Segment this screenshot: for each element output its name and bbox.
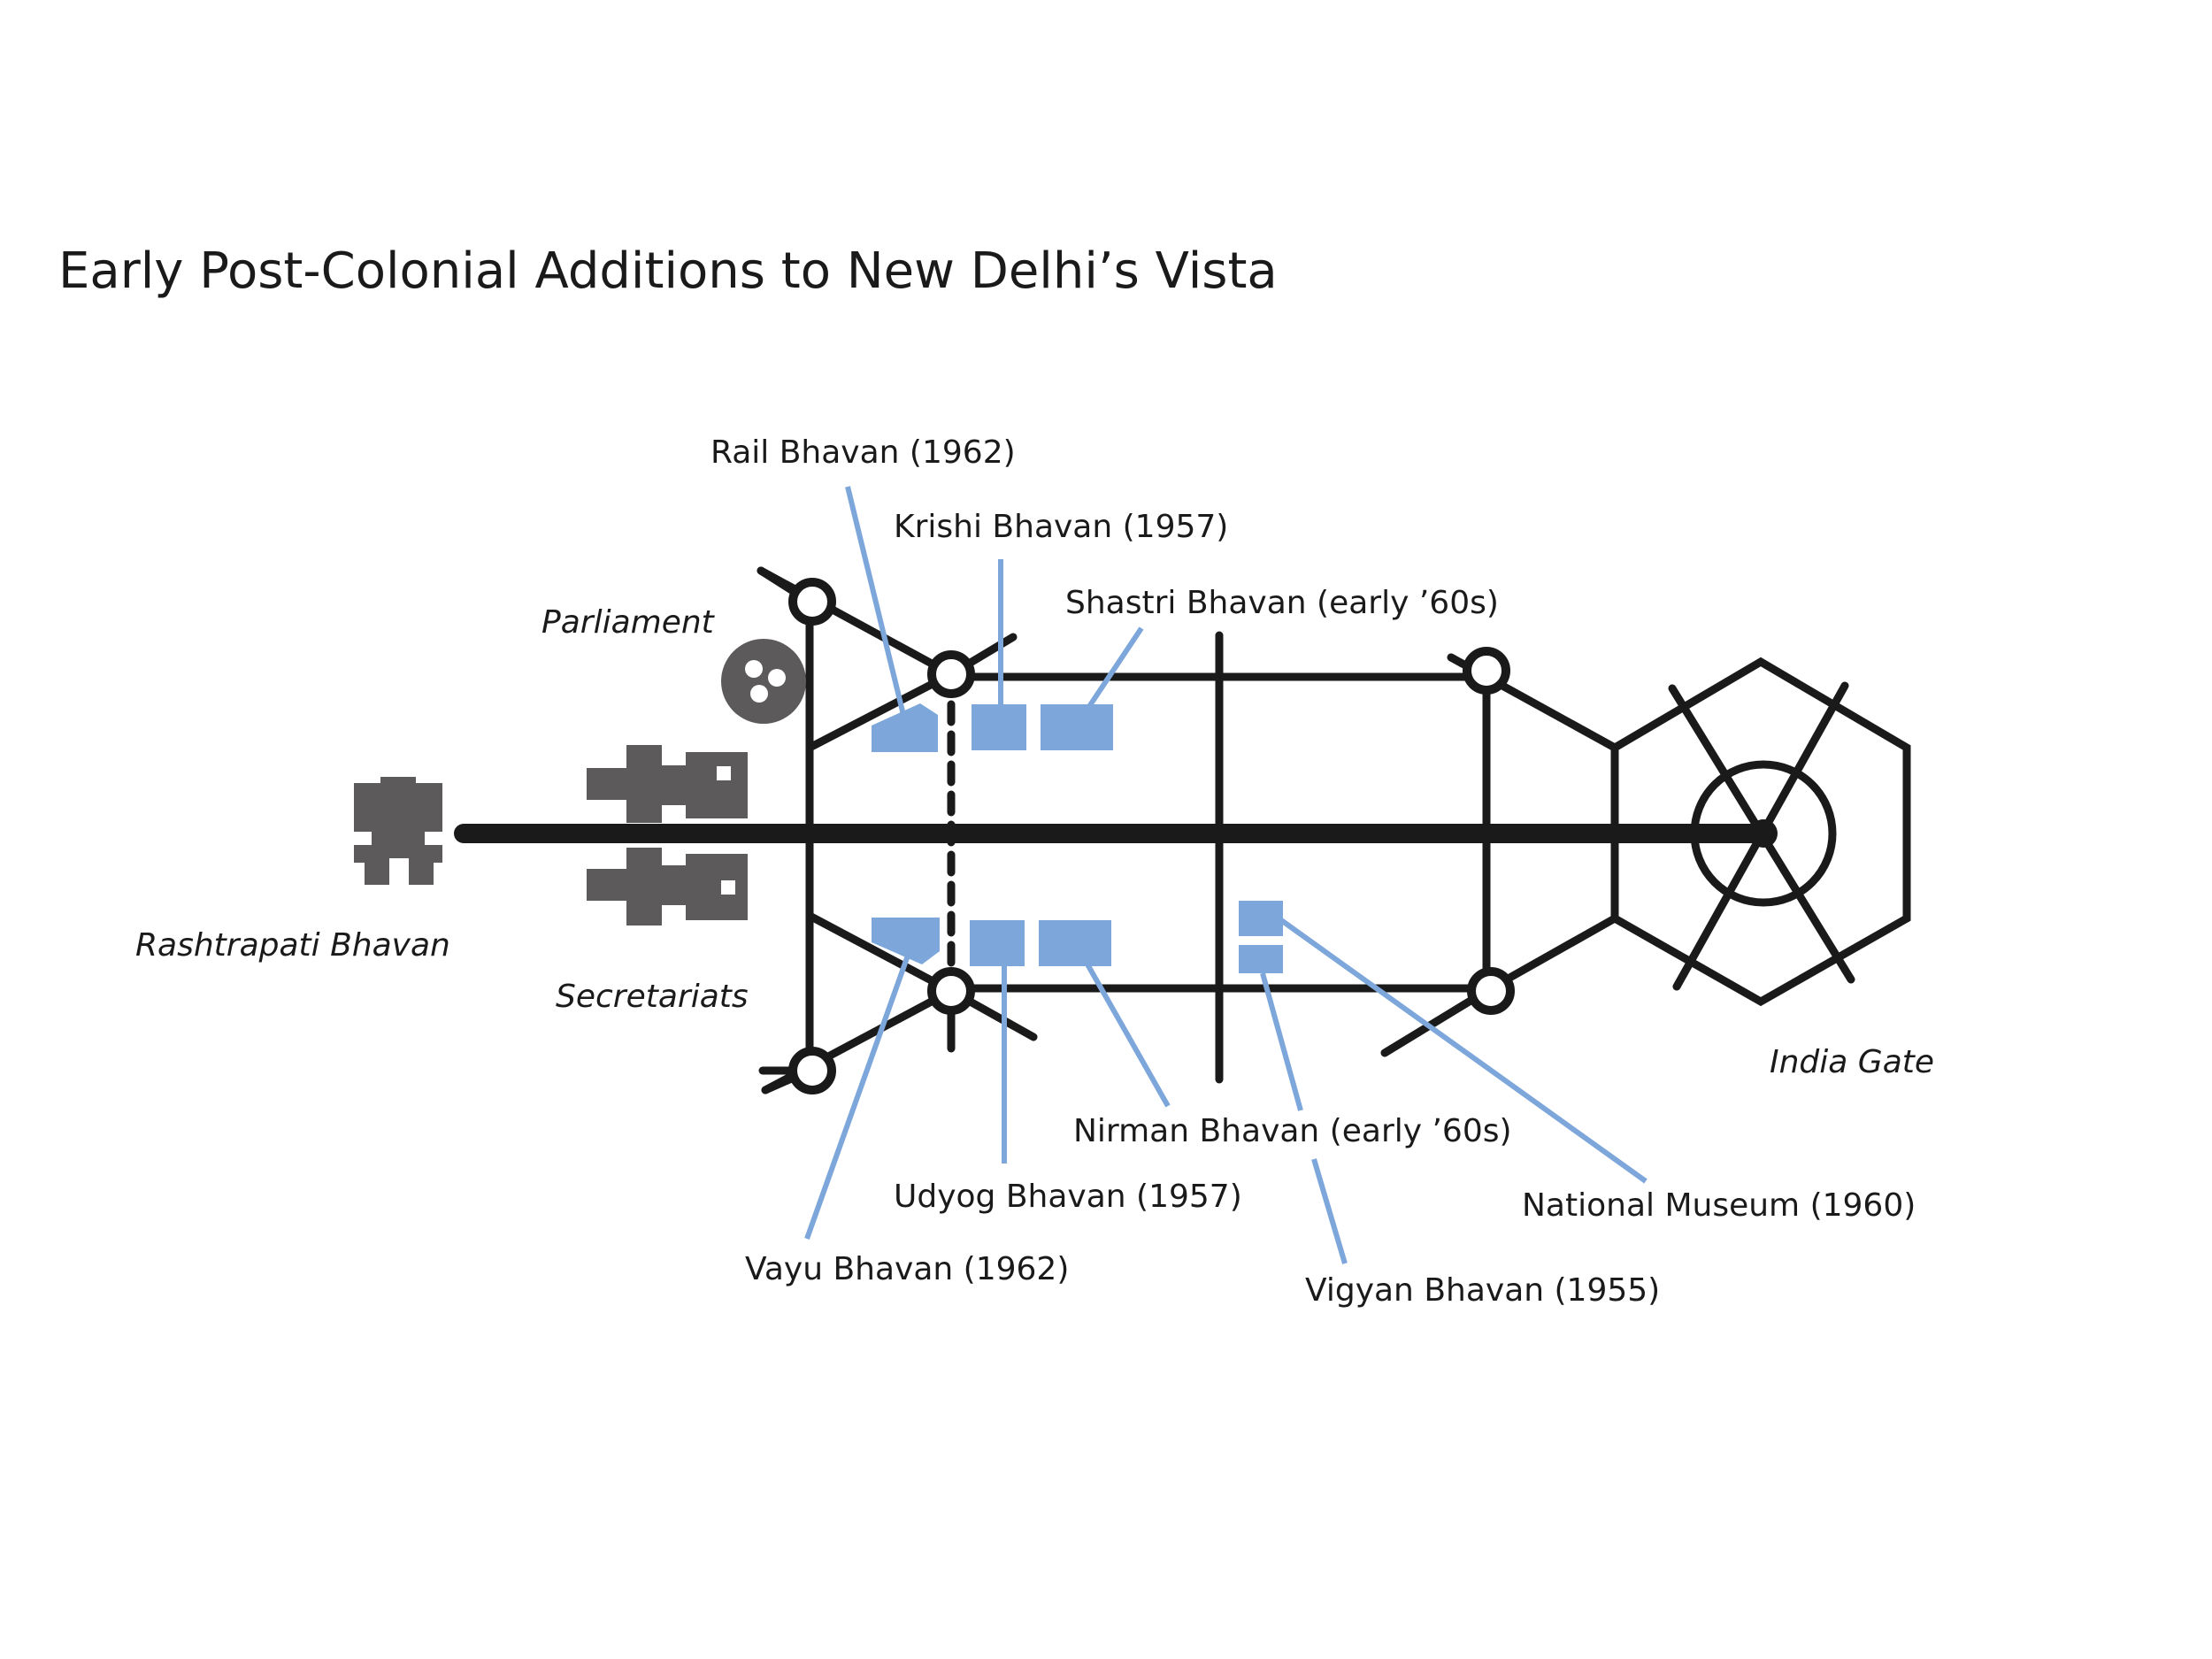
addition-labels: Rail Bhavan (1962) Krishi Bhavan (1957) … xyxy=(710,434,1916,1309)
label-shastri-bhavan: Shastri Bhavan (early ’60s) xyxy=(1065,585,1499,621)
label-rashtrapati-bhavan: Rashtrapati Bhavan xyxy=(135,927,450,964)
roundabout-ne xyxy=(1463,647,1510,695)
leader-vigyan-lower xyxy=(1311,1158,1348,1264)
roundabout-s xyxy=(927,967,975,1015)
label-krishi-bhavan: Krishi Bhavan (1957) xyxy=(894,509,1228,545)
roundabout-se xyxy=(1467,967,1515,1015)
leader-vigyan-upper xyxy=(1260,972,1303,1111)
roundabouts xyxy=(788,578,1515,1094)
label-india-gate: India Gate xyxy=(1770,1044,1934,1080)
post-colonial-buildings xyxy=(872,703,1283,973)
national-museum-block xyxy=(1239,901,1283,936)
label-udyog-bhavan: Udyog Bhavan (1957) xyxy=(894,1179,1242,1215)
leader-vayu xyxy=(804,954,910,1240)
parliament-icon xyxy=(721,639,806,724)
label-nirman-bhavan: Nirman Bhavan (early ’60s) xyxy=(1073,1113,1512,1149)
existing-buildings xyxy=(354,639,806,926)
leader-rail xyxy=(845,486,907,719)
roundabout-n xyxy=(927,650,975,698)
road-nw-lower xyxy=(805,670,956,752)
leader-shastri xyxy=(1086,626,1144,710)
shastri-bhavan-block xyxy=(1041,704,1113,750)
india-gate-center xyxy=(1749,819,1778,848)
label-vigyan-bhavan: Vigyan Bhavan (1955) xyxy=(1305,1272,1660,1309)
north-secretariat-icon xyxy=(587,745,748,823)
roundabout-sw xyxy=(788,1047,836,1094)
vayu-bhavan-block xyxy=(872,918,940,964)
label-vayu-bhavan: Vayu Bhavan (1962) xyxy=(745,1251,1069,1287)
landmark-labels: Parliament Rashtrapati Bhavan Secretaria… xyxy=(135,604,1934,1080)
road-ne-to-hexagon xyxy=(1482,672,1619,752)
vigyan-bhavan-block xyxy=(1239,945,1283,973)
label-secretariats: Secretariats xyxy=(556,979,749,1015)
rashtrapati-bhavan-icon xyxy=(354,777,442,885)
road-sw-upper xyxy=(805,911,956,995)
leader-lines xyxy=(804,486,1647,1264)
south-secretariat-icon xyxy=(587,848,748,926)
udyog-bhavan-block xyxy=(970,920,1025,966)
krishi-bhavan-block xyxy=(972,704,1026,750)
map-title: Early Post-Colonial Additions to New Del… xyxy=(58,242,1278,300)
label-national-museum: National Museum (1960) xyxy=(1522,1187,1916,1224)
roundabout-nw xyxy=(788,578,836,626)
leader-museum xyxy=(1279,918,1647,1184)
rail-bhavan-block xyxy=(872,703,938,752)
leader-nirman xyxy=(1084,961,1171,1108)
road-se-to-hexagon xyxy=(1486,914,1619,993)
label-parliament: Parliament xyxy=(541,604,716,641)
india-gate-hexagon xyxy=(1610,657,1911,1007)
nirman-bhavan-block xyxy=(1039,920,1111,966)
label-rail-bhavan: Rail Bhavan (1962) xyxy=(710,434,1016,471)
